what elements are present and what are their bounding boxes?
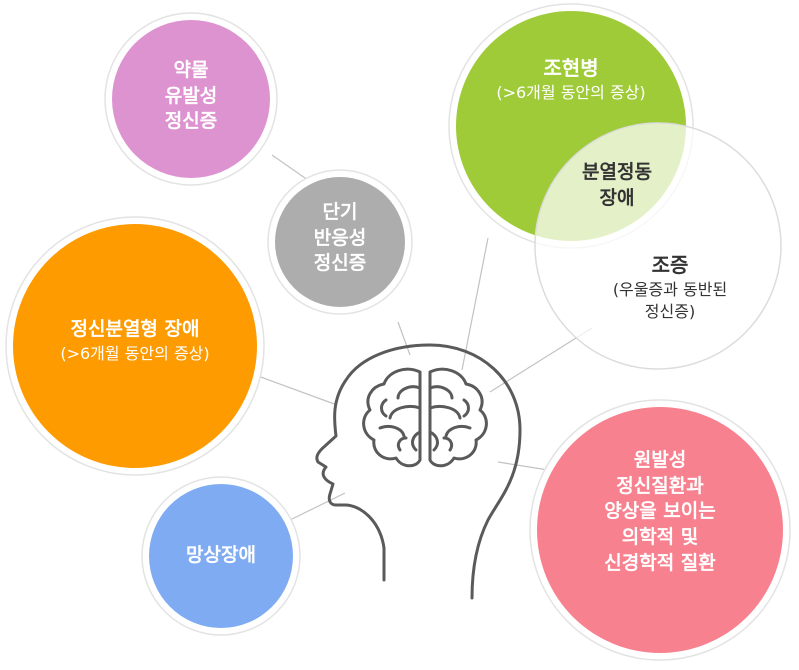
node-mood-circle <box>534 122 782 370</box>
connector-mood <box>489 327 593 393</box>
node-drug-line: 약물 <box>173 59 209 81</box>
node-medical-line: 신경학적 질환 <box>604 551 716 574</box>
node-medical-line: 원발성 <box>633 449 687 471</box>
node-drug-line: 정신증 <box>164 110 218 133</box>
node-drug-label: 약물 유발성 정신증 <box>111 58 271 135</box>
node-brief-circle <box>275 177 405 307</box>
node-orange-sub: (>6개월 동안의 증상) <box>60 343 210 363</box>
node-medical-line: 의학적 및 <box>621 525 699 548</box>
node-drug-line: 유발성 <box>164 84 218 107</box>
node-schizoaffective-line: 장애 <box>599 186 635 209</box>
node-schizoaffective-line: 분열정동 <box>582 161 652 183</box>
node-medical-line: 양상을 보이는 <box>604 500 716 523</box>
node-delusional-label: 망상장애 <box>151 543 291 569</box>
node-orange-label: 정신분열형 장애 (>6개월 동안의 증상) <box>20 317 250 364</box>
connector-schizophrenia <box>461 237 489 371</box>
node-schizophrenia-label: 조현병 (>6개월 동안의 증상) <box>461 55 681 104</box>
node-medical-circle <box>537 407 783 653</box>
connector-delusional <box>289 492 346 521</box>
node-mood-title: 조증 <box>651 253 689 277</box>
connector-medical <box>497 461 549 471</box>
node-schizophrenia-title: 조현병 <box>543 56 599 80</box>
node-schizophrenia-sub: (>6개월 동안의 증상) <box>496 83 646 102</box>
node-mood-label: 조증 (우울증과 동반된 정신증) <box>590 252 750 322</box>
node-brief-line: 단기 <box>322 201 358 223</box>
node-brief-line: 정신증 <box>313 252 367 275</box>
node-mood-sub-line: (우울증과 동반된 <box>612 280 728 299</box>
node-orange-circle <box>13 224 257 468</box>
connector-lines <box>257 154 593 521</box>
node-medical-line: 정신질환과 <box>616 474 704 497</box>
connector-brief <box>397 321 411 356</box>
node-mood-sub-line: 정신증) <box>644 301 696 321</box>
node-drug-circle <box>112 20 270 178</box>
node-delusional-title: 망상장애 <box>186 544 256 566</box>
node-delusional-circle <box>149 484 293 628</box>
node-brief-label: 단기 반응성 정신증 <box>275 200 405 277</box>
node-brief-line: 반응성 <box>313 226 367 249</box>
head-with-brain-icon <box>315 343 522 600</box>
node-medical-label: 원발성 정신질환과 양상을 보이는 의학적 및 신경학적 질환 <box>555 448 765 576</box>
node-orange-title: 정신분열형 장애 <box>70 318 200 340</box>
node-schizoaffective-label: 분열정동 장애 <box>552 160 682 211</box>
connector-schizophreniform <box>257 375 338 406</box>
